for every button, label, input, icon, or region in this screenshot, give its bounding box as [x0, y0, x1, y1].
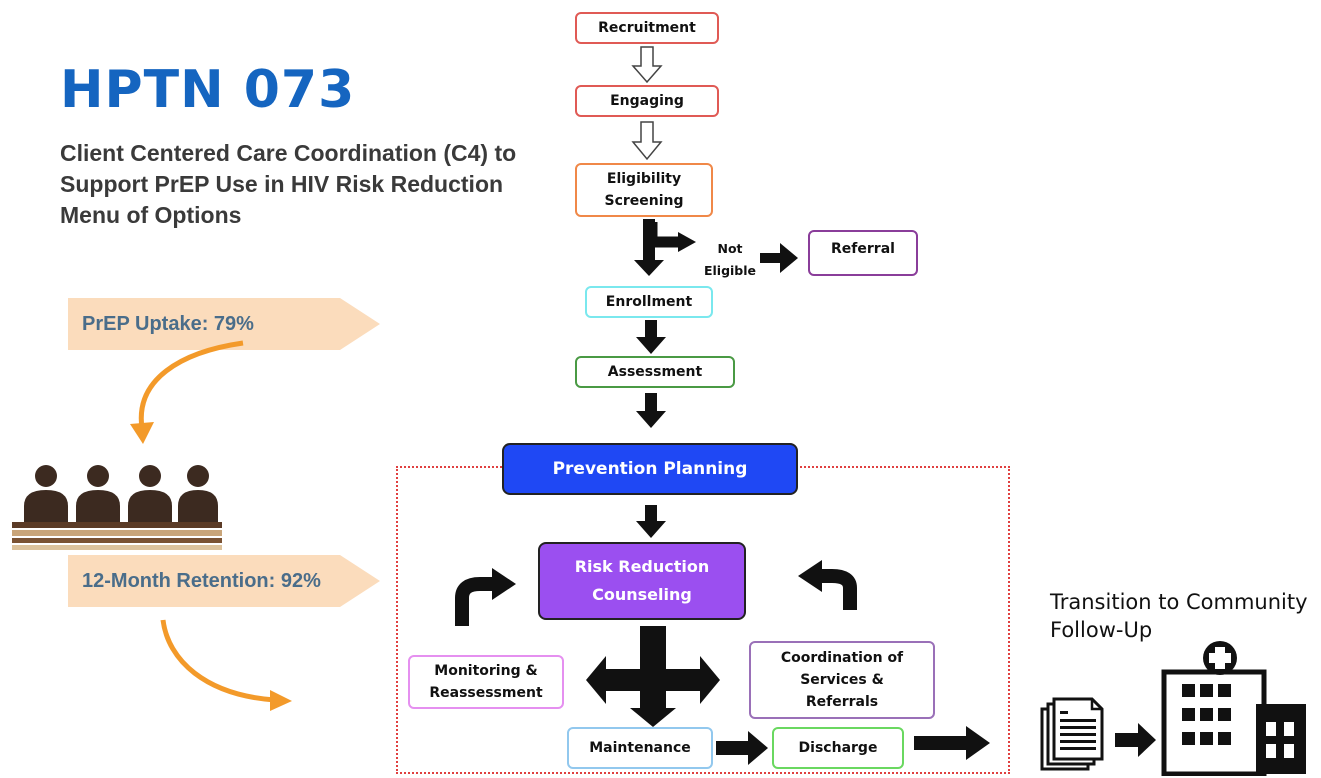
coordination-line3: Referrals [805, 694, 879, 710]
enrollment-box: Enrollment [585, 286, 713, 318]
transition-line1: Transition to Community [1050, 590, 1308, 614]
discharge-box: Discharge [772, 727, 904, 769]
arrow-enrollment-to-assessment [636, 320, 666, 354]
people-group-icon [12, 465, 222, 550]
coordination-line2: Services & [800, 672, 884, 688]
arrow-document-to-hospital [1115, 723, 1156, 757]
monitoring-line1: Monitoring & [434, 663, 538, 679]
arrow-branch-head [678, 232, 696, 252]
uptake-curve-arrowhead [130, 422, 154, 444]
retention-banner: 12-Month Retention: 92% [68, 555, 380, 607]
uptake-curve-arrow [138, 340, 244, 429]
page-subtitle: Client Centered Care Coordination (C4) t… [60, 140, 517, 228]
arrow-monitoring-loop [455, 577, 495, 626]
risk-line2: Counseling [592, 585, 692, 604]
arrow-maintenance-to-discharge [716, 731, 768, 765]
eligibility-line2: Screening [604, 193, 684, 209]
arrow-engage-to-eligibility [631, 121, 663, 161]
arrow-prevention-to-risk [636, 505, 666, 538]
arrow-branch-not-eligible [646, 222, 682, 248]
uptake-banner: PrEP Uptake: 79% [68, 298, 380, 350]
transition-line2: Follow-Up [1050, 618, 1153, 642]
eligibility-line1: Eligibility [606, 171, 682, 187]
prevention-planning-box: Prevention Planning [502, 443, 798, 495]
referral-box: Referral [808, 230, 918, 276]
engaging-box: Engaging [575, 85, 719, 117]
hospital-icon [1161, 641, 1306, 776]
arrow-coordination-loop-head [798, 560, 822, 592]
retention-curve-arrowhead [270, 690, 292, 711]
not-eligible-line2: Eligible [703, 263, 757, 278]
arrow-recruit-to-engage [631, 46, 663, 84]
monitoring-line2: Reassessment [429, 685, 543, 701]
recruitment-box: Recruitment [575, 12, 719, 44]
hub-arrow-left [586, 656, 606, 704]
assessment-box: Assessment [575, 356, 735, 388]
hub-arrow-down [630, 708, 676, 727]
not-eligible-line1: Not [717, 241, 743, 256]
monitoring-reassessment-box: Monitoring & Reassessment [408, 655, 564, 709]
arrow-discharge-out [914, 726, 990, 760]
hub-horizontal [602, 669, 704, 691]
maintenance-box: Maintenance [567, 727, 713, 769]
coordination-line1: Coordination of [780, 650, 904, 666]
arrow-assessment-to-prevention [636, 393, 666, 428]
arrow-monitoring-loop-head [492, 568, 516, 600]
arrow-coordination-loop [818, 569, 857, 610]
page-title: HPTN 073 [60, 60, 356, 120]
hub-arrow-right [700, 656, 720, 704]
risk-line1: Risk Reduction [574, 557, 710, 576]
document-icon [1040, 697, 1104, 771]
arrow-to-referral [760, 243, 798, 273]
coordination-services-box: Coordination of Services & Referrals [749, 641, 935, 719]
retention-curve-arrow [160, 619, 276, 703]
